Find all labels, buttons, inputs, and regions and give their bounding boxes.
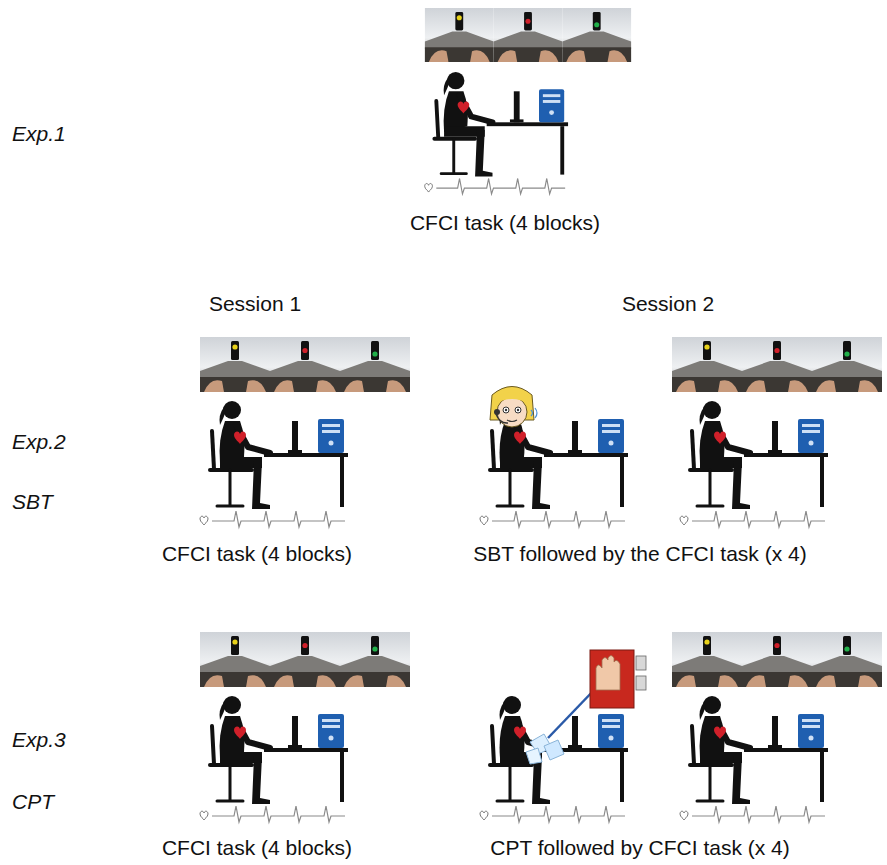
- task-caption: CFCI task (4 blocks): [410, 211, 600, 235]
- experiment-label: Exp.1: [12, 122, 66, 146]
- speaker-cartoon: [490, 387, 537, 428]
- participant-figure: [425, 72, 568, 194]
- driving-scene: [425, 8, 631, 62]
- driving-scene: [672, 337, 882, 392]
- participant-figure: [680, 696, 828, 822]
- session-heading: Session 1: [209, 292, 301, 316]
- condition-label: CPT: [12, 790, 54, 814]
- cold-pressor-apparatus: [526, 650, 646, 764]
- participant-figure: [680, 401, 828, 527]
- experiment-label: Exp.2: [12, 430, 66, 454]
- participant-figure: [480, 696, 628, 822]
- driving-scene: [200, 337, 410, 392]
- experiment-label: Exp.3: [12, 728, 66, 752]
- session-heading: Session 2: [622, 292, 714, 316]
- task-caption: CFCI task (4 blocks): [162, 542, 352, 566]
- task-caption: SBT followed by the CFCI task (x 4): [473, 542, 806, 566]
- participant-figure: [200, 401, 348, 527]
- task-caption: CFCI task (4 blocks): [162, 836, 352, 860]
- participant-figure: [200, 696, 348, 822]
- task-caption: CPT followed by CFCI task (x 4): [490, 836, 790, 860]
- driving-scene: [200, 632, 410, 687]
- driving-scene: [672, 632, 882, 687]
- condition-label: SBT: [12, 490, 53, 514]
